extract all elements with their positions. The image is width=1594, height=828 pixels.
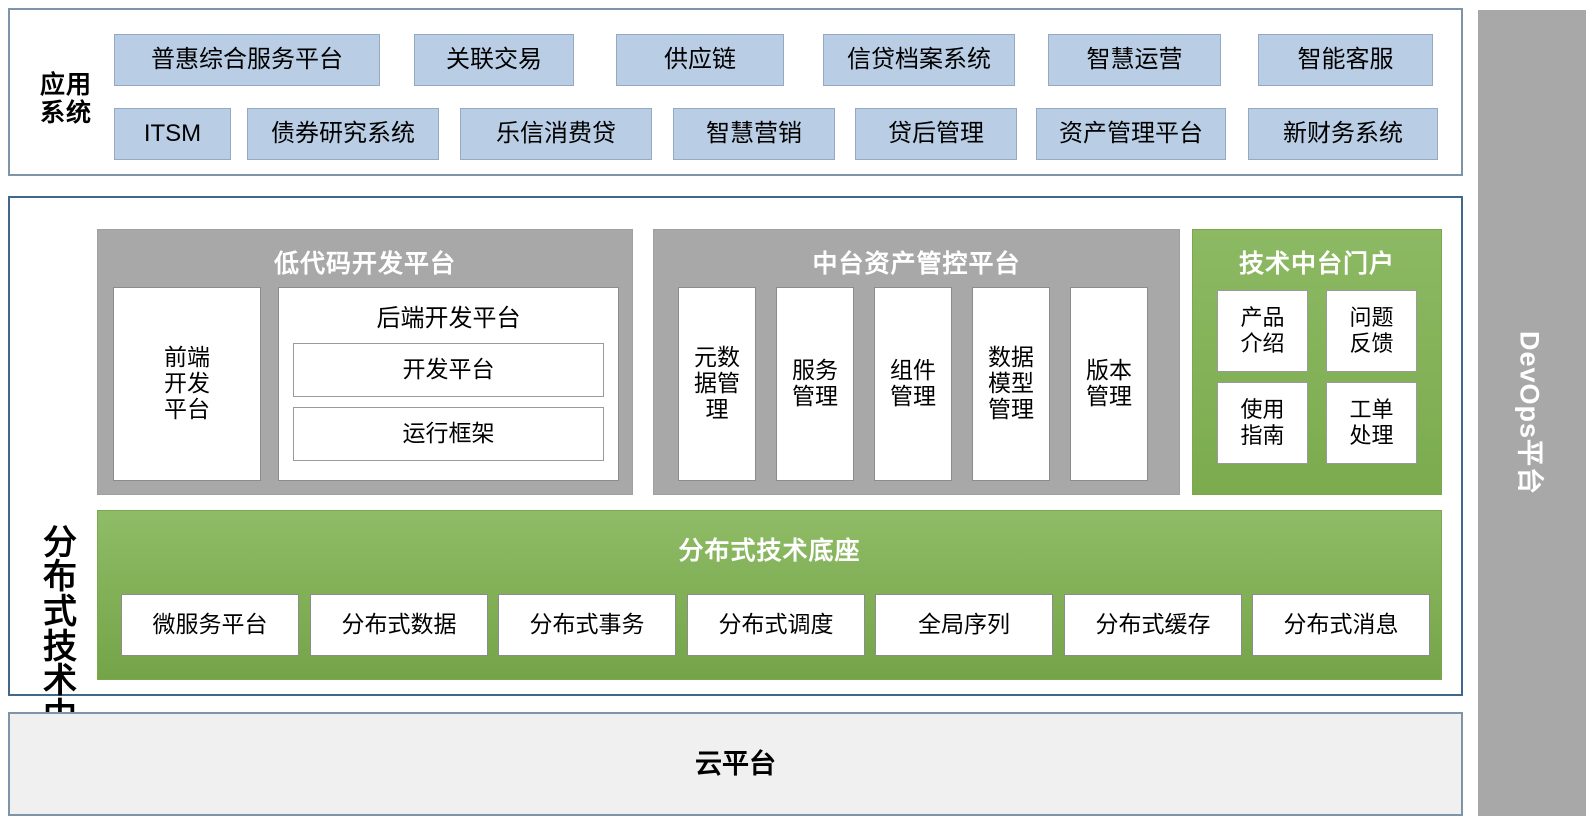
portal-card-usage-guide[interactable]: 使用 指南 bbox=[1217, 382, 1308, 464]
portal-card-ticket-handling[interactable]: 工单 处理 bbox=[1326, 382, 1417, 464]
asset-card-1-line-1: 管理 bbox=[792, 383, 838, 409]
asset-card-version-mgmt[interactable]: 版本 管理 bbox=[1070, 287, 1148, 481]
app-box-itsm[interactable]: ITSM bbox=[114, 108, 231, 160]
portal-card-issue-feedback[interactable]: 问题 反馈 bbox=[1326, 290, 1417, 372]
portal-card-0-line-1: 介绍 bbox=[1240, 331, 1285, 356]
asset-card-component-mgmt[interactable]: 组件 管理 bbox=[874, 287, 952, 481]
asset-card-2-line-0: 组件 bbox=[890, 357, 936, 384]
base-card-distributed-message[interactable]: 分布式消息 bbox=[1252, 594, 1430, 656]
frontend-line-1: 开发 bbox=[164, 370, 210, 397]
app-box-zhaiquan-yanjiu[interactable]: 债券研究系统 bbox=[247, 108, 439, 160]
asset-card-0-line-2: 理 bbox=[705, 395, 729, 422]
frontend-line-0: 前端 bbox=[164, 344, 210, 371]
base-card-global-sequence[interactable]: 全局序列 bbox=[875, 594, 1053, 656]
frontend-line-2: 平台 bbox=[164, 395, 210, 422]
app-box-xin-caiwu[interactable]: 新财务系统 bbox=[1248, 108, 1438, 160]
portal-card-2-line-0: 使用 bbox=[1240, 397, 1285, 423]
portal-card-3-line-0: 工单 bbox=[1349, 397, 1394, 423]
backend-dev-platform-card: 后端开发平台 开发平台 运行框架 bbox=[278, 287, 619, 481]
backend-dev-platform-title: 后端开发平台 bbox=[376, 305, 521, 332]
portal-card-0-line-0: 产品 bbox=[1240, 305, 1285, 331]
application-systems-label-line2: 系统 bbox=[39, 99, 92, 127]
asset-card-4-line-1: 管理 bbox=[1086, 383, 1132, 409]
portal-card-product-intro[interactable]: 产品 介绍 bbox=[1217, 290, 1308, 372]
app-box-zhihui-yunying[interactable]: 智慧运营 bbox=[1048, 34, 1221, 86]
tech-base-panel: 分布式技术底座 微服务平台 分布式数据 分布式事务 分布式调度 全局序列 分布式… bbox=[97, 510, 1442, 680]
portal-card-1-line-0: 问题 bbox=[1349, 305, 1394, 331]
asset-control-platform-title: 中台资产管控平台 bbox=[812, 250, 1021, 278]
side-label-char-3: 技 bbox=[43, 628, 77, 666]
backend-item-dev-platform[interactable]: 开发平台 bbox=[293, 343, 604, 397]
portal-card-3-line-1: 处理 bbox=[1349, 423, 1394, 448]
application-systems-container: 应用 系统 普惠综合服务平台 关联交易 供应链 信贷档案系统 智慧运营 智能客服… bbox=[8, 8, 1463, 176]
base-card-distributed-data[interactable]: 分布式数据 bbox=[310, 594, 488, 656]
asset-card-1-line-0: 服务 bbox=[792, 357, 838, 384]
asset-card-service-mgmt[interactable]: 服务 管理 bbox=[776, 287, 854, 481]
asset-card-0-line-1: 据管 bbox=[694, 370, 740, 397]
asset-card-2-line-1: 管理 bbox=[890, 383, 936, 409]
cloud-platform-title: 云平台 bbox=[695, 748, 776, 779]
app-box-zichan-guanli[interactable]: 资产管理平台 bbox=[1036, 108, 1226, 160]
asset-card-3-line-2: 管理 bbox=[988, 395, 1034, 422]
asset-control-platform-panel: 中台资产管控平台 元数 据管 理 服务 管理 组件 管理 数据 模型 管理 版本 bbox=[653, 229, 1180, 495]
app-box-puhui[interactable]: 普惠综合服务平台 bbox=[114, 34, 380, 86]
asset-card-metadata-mgmt[interactable]: 元数 据管 理 bbox=[678, 287, 756, 481]
tech-portal-title: 技术中台门户 bbox=[1238, 250, 1395, 278]
app-box-lexin-xiaofeidai[interactable]: 乐信消费贷 bbox=[460, 108, 652, 160]
app-box-gongyinglian[interactable]: 供应链 bbox=[616, 34, 784, 86]
distributed-tech-platform-container: 分 布 式 技 术 中 台 低代码开发平台 前端 开发 平台 后端开发平台 开发… bbox=[8, 196, 1463, 768]
app-box-zhineng-kefu[interactable]: 智能客服 bbox=[1258, 34, 1433, 86]
tech-portal-panel: 技术中台门户 产品 介绍 问题 反馈 使用 指南 工单 处理 bbox=[1192, 229, 1442, 495]
application-systems-label-line1: 应用 bbox=[39, 71, 92, 99]
app-box-xindai-dangan[interactable]: 信贷档案系统 bbox=[823, 34, 1015, 86]
devops-platform-title: DevOps平台 bbox=[1514, 330, 1545, 496]
side-label-char-4: 术 bbox=[43, 663, 77, 701]
base-card-distributed-scheduling[interactable]: 分布式调度 bbox=[687, 594, 865, 656]
low-code-platform-panel: 低代码开发平台 前端 开发 平台 后端开发平台 开发平台 运行框架 bbox=[97, 229, 633, 495]
frontend-dev-platform-card[interactable]: 前端 开发 平台 bbox=[113, 287, 261, 481]
backend-item-runtime-framework[interactable]: 运行框架 bbox=[293, 407, 604, 461]
base-card-microservice[interactable]: 微服务平台 bbox=[121, 594, 299, 656]
low-code-platform-title: 低代码开发平台 bbox=[273, 250, 456, 278]
tech-base-title: 分布式技术底座 bbox=[678, 537, 861, 565]
asset-card-data-model-mgmt[interactable]: 数据 模型 管理 bbox=[972, 287, 1050, 481]
asset-card-4-line-0: 版本 bbox=[1086, 357, 1132, 384]
portal-card-2-line-1: 指南 bbox=[1240, 423, 1285, 448]
application-systems-label: 应用 系统 bbox=[26, 54, 106, 144]
base-card-distributed-cache[interactable]: 分布式缓存 bbox=[1064, 594, 1242, 656]
portal-card-1-line-1: 反馈 bbox=[1349, 331, 1394, 356]
asset-card-0-line-0: 元数 bbox=[694, 344, 740, 371]
cloud-platform-container: 云平台 bbox=[8, 712, 1463, 816]
side-label-char-1: 布 bbox=[43, 559, 77, 597]
devops-platform-sidebar: DevOps平台 bbox=[1478, 10, 1586, 816]
app-box-zhihui-yingxiao[interactable]: 智慧营销 bbox=[673, 108, 835, 160]
app-box-daihou-guanli[interactable]: 贷后管理 bbox=[855, 108, 1017, 160]
asset-card-3-line-0: 数据 bbox=[988, 344, 1034, 371]
side-label-char-0: 分 bbox=[43, 524, 77, 562]
side-label-char-2: 式 bbox=[43, 593, 77, 631]
base-card-distributed-transaction[interactable]: 分布式事务 bbox=[498, 594, 676, 656]
asset-card-3-line-1: 模型 bbox=[988, 370, 1034, 397]
app-box-guanlian-jiaoyi[interactable]: 关联交易 bbox=[414, 34, 574, 86]
